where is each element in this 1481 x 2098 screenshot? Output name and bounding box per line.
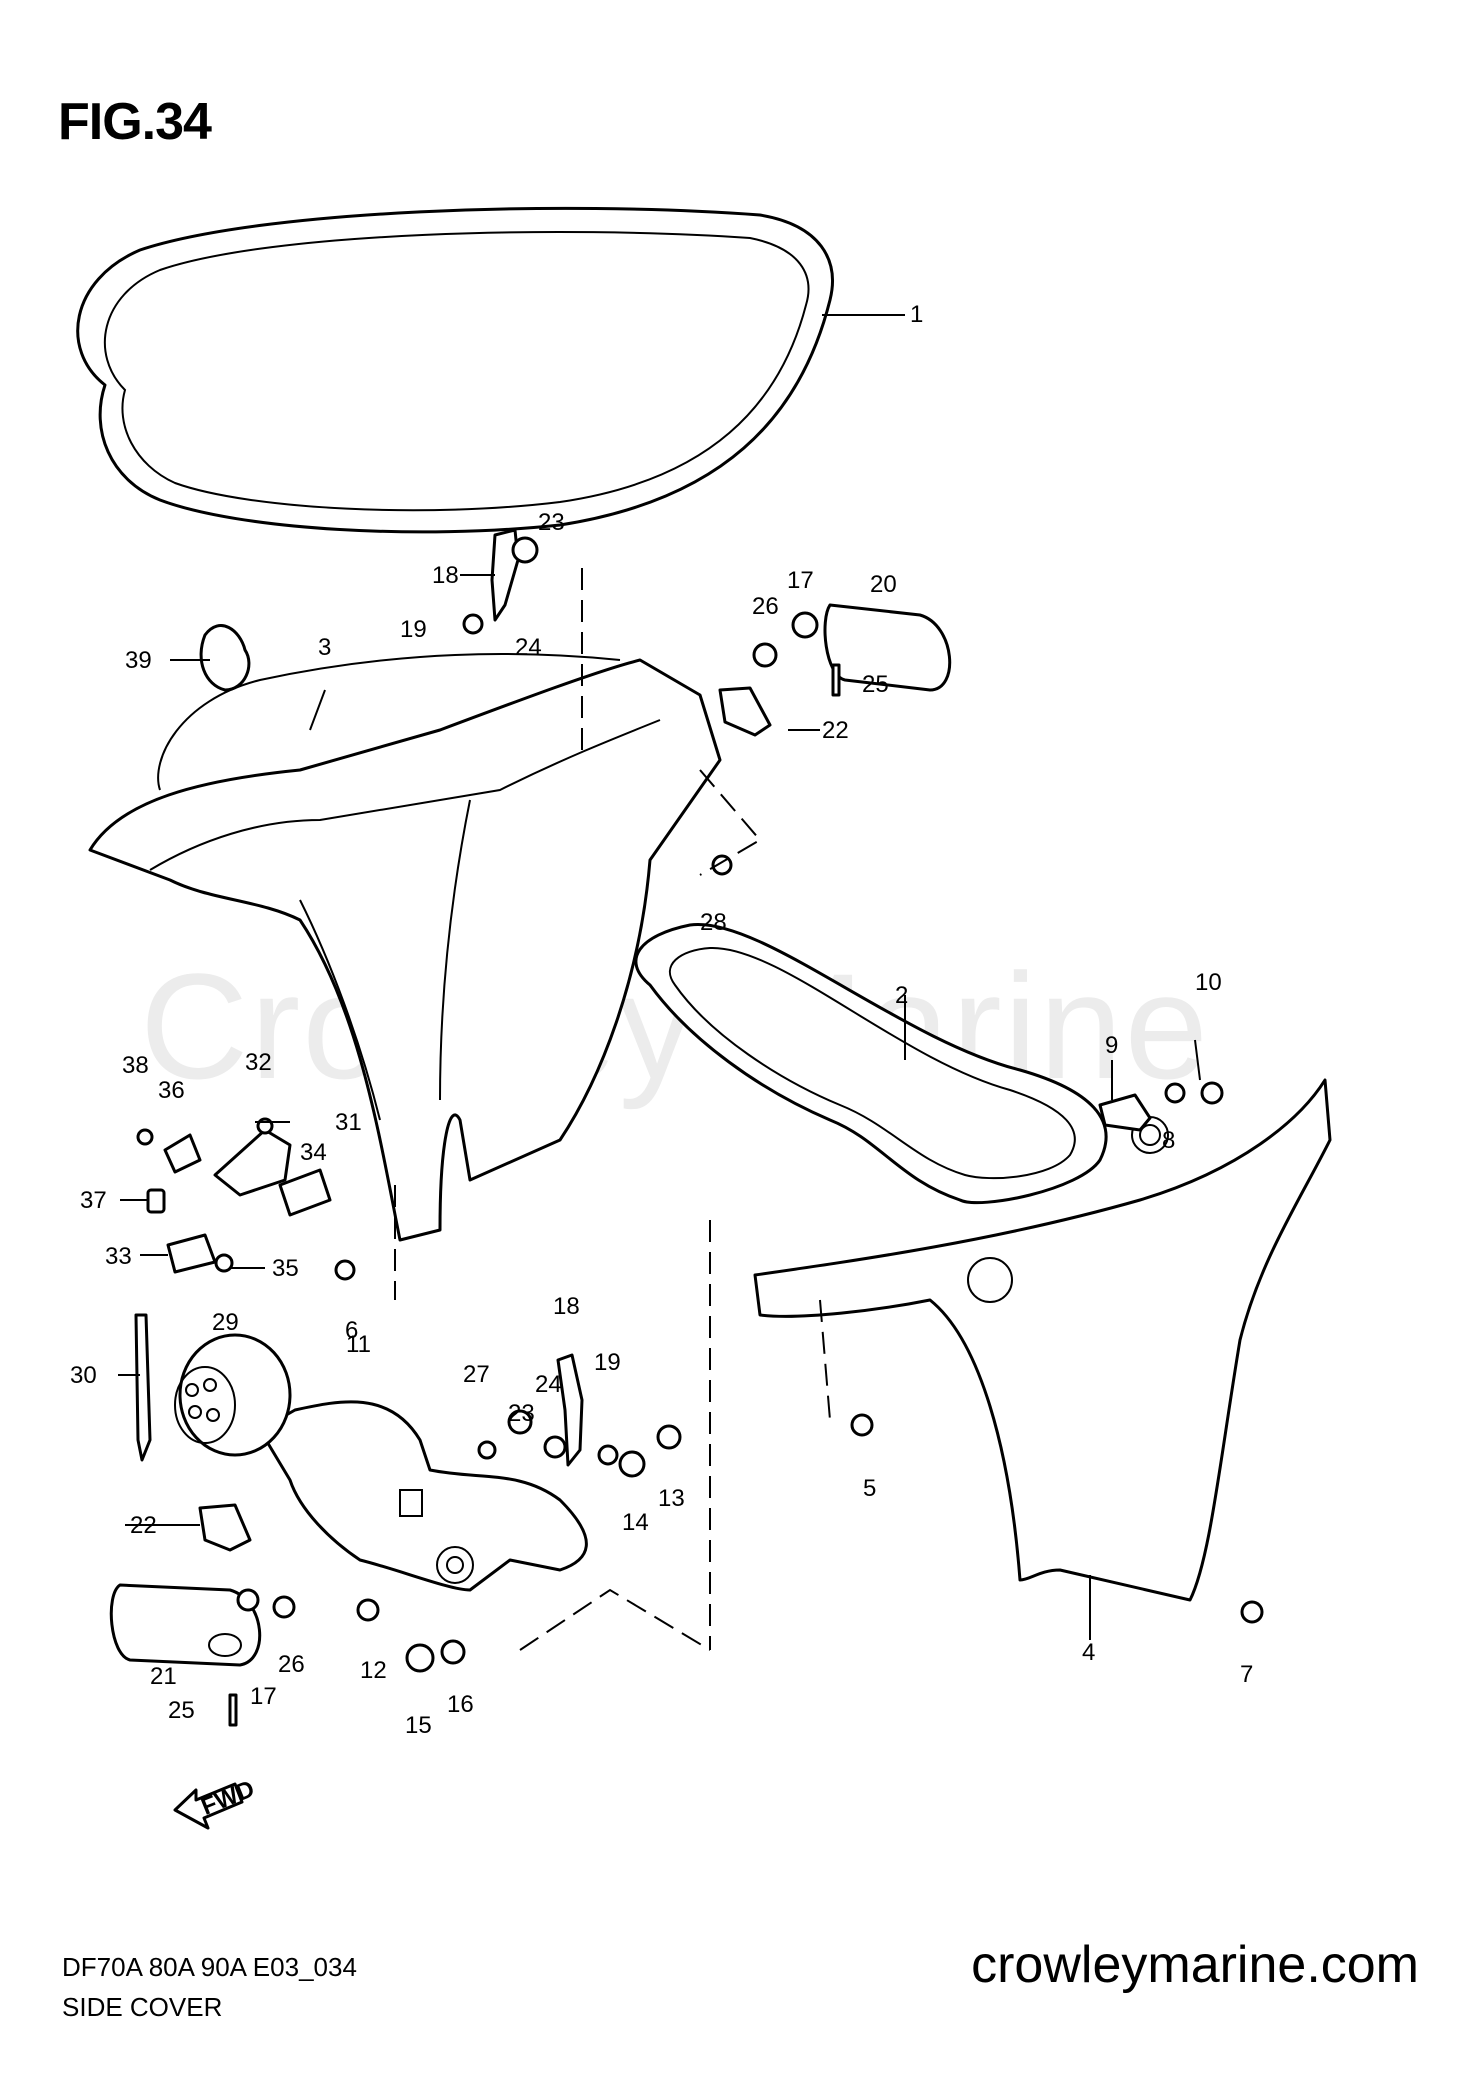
- part-29-grommet[interactable]: [174, 1333, 292, 1457]
- callout-2: 2: [895, 982, 908, 1009]
- part-37-spacer[interactable]: [146, 1188, 166, 1214]
- callout-22a: 22: [822, 717, 849, 744]
- part-36-plate[interactable]: [163, 1133, 202, 1174]
- callout-5: 5: [863, 1475, 876, 1502]
- callout-32: 32: [245, 1049, 272, 1076]
- part-33-bracket[interactable]: [166, 1233, 217, 1274]
- part-18-lever-lower[interactable]: [556, 1353, 584, 1467]
- part-31-plate[interactable]: [213, 1128, 292, 1197]
- callout-28: 28: [700, 909, 727, 936]
- callout-labels: 1 2 3 4 5 6 7 8 9 10 11 12 13 14 15 16 1…: [70, 301, 1253, 1739]
- part-20-trim-piece[interactable]: [823, 603, 952, 692]
- part-18-lever-upper[interactable]: [490, 528, 520, 622]
- part-2-cover-frame[interactable]: [634, 922, 1108, 1205]
- figure-title: FIG.34: [58, 93, 212, 151]
- callout-7: 7: [1240, 1661, 1253, 1688]
- callout-39: 39: [125, 647, 152, 674]
- callout-13: 13: [658, 1485, 685, 1512]
- callout-18a: 18: [432, 562, 459, 589]
- callout-36: 36: [158, 1077, 185, 1104]
- callout-23a: 23: [538, 509, 565, 536]
- callout-35: 35: [272, 1255, 299, 1282]
- callout-22b: 22: [130, 1512, 157, 1539]
- callout-21: 21: [150, 1663, 177, 1690]
- fwd-arrow: FWD: [173, 1775, 259, 1830]
- callout-34: 34: [300, 1139, 327, 1166]
- callout-38: 38: [122, 1052, 149, 1079]
- part-30-cable-tie[interactable]: [134, 1313, 152, 1462]
- part-34-pad[interactable]: [278, 1168, 332, 1217]
- leader-lines: [118, 314, 1201, 1640]
- callout-24a: 24: [515, 634, 542, 661]
- site-url[interactable]: crowleymarine.com: [971, 1936, 1419, 1994]
- callout-16: 16: [447, 1691, 474, 1718]
- section-name: SIDE COVER: [62, 1992, 223, 2022]
- callout-9: 9: [1105, 1032, 1118, 1059]
- callout-26b: 26: [278, 1651, 305, 1678]
- callout-14: 14: [622, 1509, 649, 1536]
- callout-27: 27: [463, 1361, 490, 1388]
- part-3-side-cover-upper[interactable]: [88, 653, 722, 1242]
- part-11-lower-bracket[interactable]: [258, 1400, 588, 1592]
- callout-24b: 24: [535, 1371, 562, 1398]
- callout-23b: 23: [508, 1400, 535, 1427]
- callout-17b: 17: [250, 1683, 277, 1710]
- callout-10: 10: [1195, 969, 1222, 996]
- part-22-latch-lower[interactable]: [198, 1503, 252, 1552]
- callout-33: 33: [105, 1243, 132, 1270]
- callout-18b: 18: [553, 1293, 580, 1320]
- callout-6: 6: [345, 1317, 358, 1344]
- callout-8: 8: [1162, 1127, 1175, 1154]
- callout-17a: 17: [787, 567, 814, 594]
- callout-37: 37: [80, 1187, 107, 1214]
- callout-25b: 25: [168, 1697, 195, 1724]
- assembly-lines: [394, 568, 831, 1651]
- part-fasteners: [136, 536, 1264, 1727]
- callout-19a: 19: [400, 616, 427, 643]
- callout-11: 11: [346, 1331, 371, 1358]
- callout-3: 3: [318, 634, 331, 661]
- callout-30: 30: [70, 1362, 97, 1389]
- callout-29: 29: [212, 1309, 239, 1336]
- fwd-label: FWD: [198, 1775, 259, 1821]
- callout-25a: 25: [862, 671, 889, 698]
- callout-12: 12: [360, 1657, 387, 1684]
- part-9-bracket[interactable]: [1098, 1093, 1152, 1132]
- callout-19b: 19: [594, 1349, 621, 1376]
- part-39-clip[interactable]: [199, 624, 251, 692]
- callout-4: 4: [1082, 1639, 1095, 1666]
- callout-1: 1: [910, 301, 923, 328]
- callout-20: 20: [870, 571, 897, 598]
- callout-31: 31: [335, 1109, 362, 1136]
- callout-15: 15: [405, 1712, 432, 1739]
- model-code: DF70A 80A 90A E03_034: [62, 1952, 357, 1982]
- callout-26a: 26: [752, 593, 779, 620]
- part-1-seal-ring[interactable]: [76, 206, 834, 534]
- part-22-latch-upper[interactable]: [718, 686, 772, 737]
